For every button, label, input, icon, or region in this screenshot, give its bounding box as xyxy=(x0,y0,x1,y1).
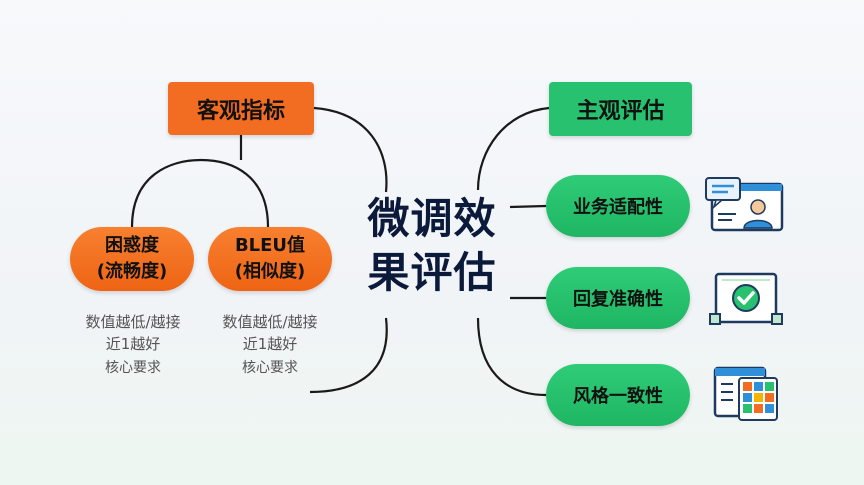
perplexity-note-line2: 近1越好 xyxy=(105,335,161,353)
user-chat-icon xyxy=(705,177,784,232)
perplexity-note-line3: 核心要求 xyxy=(105,360,161,376)
center-title: 微调效 果评估 xyxy=(366,192,498,300)
color-grid-window-icon xyxy=(713,366,778,421)
connector-right-top xyxy=(476,106,550,191)
connector-left-top xyxy=(313,106,388,193)
connector-left-bottom xyxy=(309,317,388,394)
bleu-node: BLEU值 (相似度) xyxy=(208,227,332,291)
perplexity-sub-label: (流畅度) xyxy=(96,261,168,282)
connector-right-item1 xyxy=(509,204,547,209)
style-consistency-node: 风格一致性 xyxy=(546,364,690,426)
business-fit-node: 业务适配性 xyxy=(546,175,690,237)
center-title-line2: 果评估 xyxy=(367,248,497,297)
bleu-sub-label: (相似度) xyxy=(234,261,306,282)
perplexity-node: 困惑度 (流畅度) xyxy=(70,227,194,291)
perplexity-label: 困惑度 xyxy=(105,235,159,256)
objective-metrics-header: 客观指标 xyxy=(168,82,314,135)
connector-metrics-arch xyxy=(130,158,270,228)
center-title-line1: 微调效 xyxy=(367,194,497,243)
bleu-note: 数值越低/越接 近1越好 核心要求 xyxy=(208,311,332,381)
perplexity-note-line1: 数值越低/越接 xyxy=(85,313,181,331)
subjective-evaluation-header: 主观评估 xyxy=(549,82,692,136)
bleu-note-line2: 近1越好 xyxy=(242,335,298,353)
bleu-label: BLEU值 xyxy=(234,235,306,256)
bleu-note-line1: 数值越低/越接 xyxy=(222,313,318,331)
connector-right-bottom xyxy=(476,317,547,397)
perplexity-note: 数值越低/越接 近1越好 核心要求 xyxy=(72,311,194,381)
accuracy-node: 回复准确性 xyxy=(546,267,690,329)
checkmark-document-icon xyxy=(709,272,783,325)
bleu-note-line3: 核心要求 xyxy=(242,360,298,376)
